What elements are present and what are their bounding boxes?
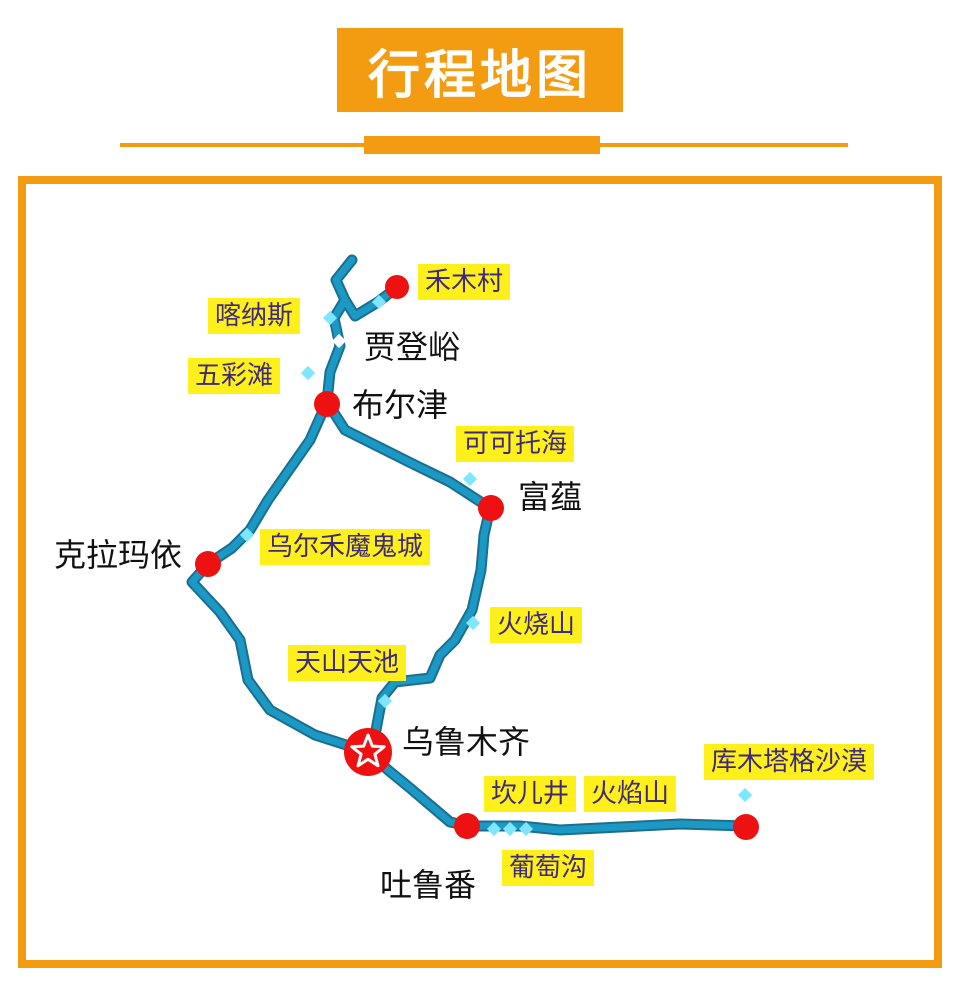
label-keketuohai: 可可托海 xyxy=(456,426,575,462)
diamond-hemu xyxy=(371,294,387,310)
city-urumqi: 乌鲁木齐 xyxy=(402,723,531,761)
label-karez: 坎儿井 xyxy=(484,776,577,812)
attraction-markers xyxy=(239,294,753,837)
dot-turpan xyxy=(454,813,480,839)
label-hemu-village: 禾木村 xyxy=(418,264,511,300)
diamond-jiadengyu xyxy=(331,333,347,349)
diamond-colorful-beach xyxy=(300,365,316,381)
label-kumtag: 库木塔格沙漠 xyxy=(704,744,875,780)
label-grape-valley: 葡萄沟 xyxy=(502,850,595,886)
diamond-kanas xyxy=(322,310,338,326)
title-underline-accent xyxy=(364,136,600,154)
label-colorful-beach: 五彩滩 xyxy=(188,358,281,394)
diamond-grape-3 xyxy=(518,821,534,837)
city-markers xyxy=(195,275,759,840)
star-icon xyxy=(344,728,392,776)
dot-kumtag xyxy=(733,814,759,840)
diamond-huoshaoshan xyxy=(465,615,481,631)
diamond-grape-2 xyxy=(502,821,518,837)
dot-karamay xyxy=(195,551,221,577)
diamond-kumtag xyxy=(737,787,753,803)
page-title: 行程地图 xyxy=(367,45,592,106)
city-turpan: 吐鲁番 xyxy=(380,866,477,904)
diamond-wuerhe xyxy=(239,527,255,543)
dot-burqin xyxy=(314,391,340,417)
diamond-tianchi xyxy=(377,693,393,709)
city-karamay: 克拉玛依 xyxy=(54,536,183,574)
title-banner: 行程地图 xyxy=(337,28,623,112)
diamond-keketuohai xyxy=(462,471,478,487)
dot-hemu xyxy=(385,275,409,299)
dot-fuyun xyxy=(478,495,504,521)
label-huoshaoshan: 火烧山 xyxy=(490,607,583,643)
label-wuerhe: 乌尔禾魔鬼城 xyxy=(260,529,431,565)
city-fuyun: 富蕴 xyxy=(518,478,583,516)
diamond-grape-1 xyxy=(486,821,502,837)
label-tianchi: 天山天池 xyxy=(288,645,407,681)
route-lines xyxy=(186,254,752,836)
city-jiadengyu: 贾登峪 xyxy=(364,328,461,366)
city-burqin: 布尔津 xyxy=(352,386,449,424)
label-kanas: 喀纳斯 xyxy=(208,298,301,334)
label-flaming-mountain: 火焰山 xyxy=(584,776,677,812)
